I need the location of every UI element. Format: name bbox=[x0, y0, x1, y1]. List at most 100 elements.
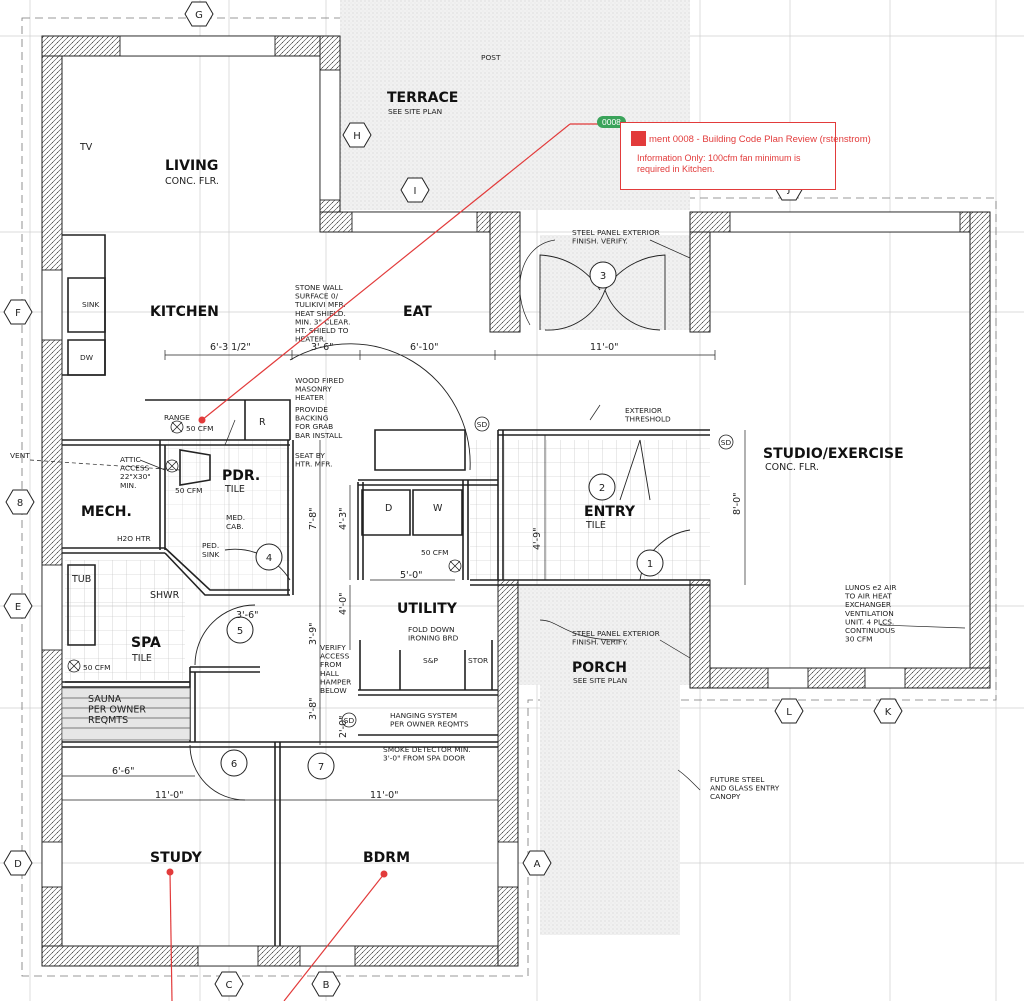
grid-label-d: D bbox=[14, 859, 22, 870]
exhaust-fans bbox=[67, 420, 462, 673]
note-line: 30 CFM bbox=[845, 635, 873, 644]
dishwasher-label: DW bbox=[80, 353, 94, 362]
room-label-eat: EAT bbox=[403, 304, 432, 320]
fan-label-utility: 50 CFM bbox=[421, 548, 449, 557]
door-tag-labels: 1 2 3 4 5 6 7 bbox=[231, 271, 653, 773]
dim-4-3: 4'-3" bbox=[338, 508, 349, 531]
shelf-label: S&P bbox=[423, 656, 438, 665]
kitchen-comment-pin[interactable] bbox=[198, 416, 206, 424]
comment-header: ment 0008 - Building Code Plan Review (r… bbox=[631, 131, 871, 146]
windows bbox=[41, 35, 961, 967]
door-tag-3: 3 bbox=[600, 271, 606, 282]
room-label-pdr: PDR. bbox=[222, 468, 260, 484]
dim-11-0: 11'-0" bbox=[590, 342, 619, 353]
note-line: CANOPY bbox=[710, 792, 741, 801]
note-line: TO AIR HEAT bbox=[844, 592, 892, 601]
smoke-detector-label: SD bbox=[344, 716, 355, 725]
room-label-mech: MECH. bbox=[81, 504, 132, 520]
comment-tag[interactable]: 0008 bbox=[597, 116, 626, 128]
range-label: RANGE bbox=[164, 413, 190, 422]
note-line: 22"X30" bbox=[120, 472, 151, 481]
grid-label-k: K bbox=[885, 707, 892, 718]
study-comment-pin[interactable] bbox=[166, 868, 174, 876]
room-label-study: STUDY bbox=[150, 850, 203, 866]
dim-4-0: 4'-0" bbox=[338, 593, 349, 616]
note-line: ACCESS bbox=[120, 464, 150, 473]
note-line: AND GLASS ENTRY bbox=[710, 784, 780, 793]
smoke-detector-label: SD bbox=[477, 420, 488, 429]
note-line: FINISH. VERIFY. bbox=[572, 638, 628, 647]
water-heater-label: H2O HTR bbox=[117, 534, 151, 543]
note-line: HEAT SHIELD. bbox=[295, 309, 346, 318]
door-tag-1: 1 bbox=[647, 559, 653, 570]
note-line: PROVIDE bbox=[295, 405, 328, 414]
note-line: HALL bbox=[320, 669, 340, 678]
room-label-studio: STUDIO/EXERCISE bbox=[763, 446, 904, 462]
room-label-bdrm: BDRM bbox=[363, 850, 410, 866]
note-line: MASONRY bbox=[295, 385, 332, 394]
fan-label-pdr: 50 CFM bbox=[175, 486, 203, 495]
note-line: HT. SHIELD TO bbox=[295, 326, 349, 335]
sink-label: SINK bbox=[82, 300, 99, 309]
door-tag-4: 4 bbox=[266, 553, 272, 564]
ped-sink-label-2: SINK bbox=[202, 550, 219, 559]
note-line: FROM bbox=[320, 660, 342, 669]
dim-8-0: 8'-0" bbox=[732, 493, 743, 516]
med-cab-label-2: CAB. bbox=[226, 522, 244, 531]
porch-subtitle: SEE SITE PLAN bbox=[573, 676, 627, 685]
grid-bubble-labels: G H I F E D C B A L K J 8 bbox=[14, 10, 892, 991]
leader-lines bbox=[29, 239, 966, 791]
grid-label-8: 8 bbox=[17, 498, 23, 509]
note-line: PER OWNER bbox=[88, 705, 146, 716]
ped-sink-label: PED. bbox=[202, 541, 219, 550]
room-labels: TERRACE SEE SITE PLAN LIVING CONC. FLR. … bbox=[71, 90, 904, 866]
note-line: EXCHANGER bbox=[845, 600, 891, 609]
dim-4-9: 4'-9" bbox=[532, 528, 543, 551]
grid-label-f: F bbox=[15, 308, 21, 319]
review-comment-callout[interactable]: ment 0008 - Building Code Plan Review (r… bbox=[620, 122, 871, 190]
bdrm-comment-pin[interactable] bbox=[380, 870, 388, 878]
paving bbox=[340, 0, 693, 935]
markup-pins bbox=[166, 416, 388, 878]
room-label-entry: ENTRY bbox=[584, 504, 636, 520]
fan-label-spa: 50 CFM bbox=[83, 663, 111, 672]
note-line: HANGING SYSTEM bbox=[390, 711, 457, 720]
note-line: SAUNA bbox=[88, 694, 122, 705]
washer-label: W bbox=[433, 503, 443, 514]
fan-label-kitchen: 50 CFM bbox=[186, 424, 214, 433]
dim-5-0: 5'-0" bbox=[400, 570, 423, 581]
note-line: SEAT BY bbox=[295, 451, 325, 460]
fixture-labels: TV SINK DW RANGE R D W H2O HTR PED. SINK… bbox=[10, 53, 501, 672]
note-line: CONTINUOUS bbox=[845, 626, 895, 635]
entry-subtitle: TILE bbox=[585, 520, 606, 531]
note-line: MIN. bbox=[120, 481, 136, 490]
note-line: HEATER. bbox=[295, 335, 326, 344]
grid-label-a: A bbox=[534, 859, 541, 870]
room-label-terrace: TERRACE bbox=[387, 90, 458, 106]
note-line: STONE WALL bbox=[295, 283, 344, 292]
note-smoke: SMOKE DETECTOR MIN.3'-0" FROM SPA DOOR bbox=[383, 745, 471, 763]
spa-subtitle: TILE bbox=[131, 653, 152, 664]
grid-label-l: L bbox=[786, 707, 792, 718]
dim-3-9: 3'-9" bbox=[308, 623, 319, 646]
note-line: EXTERIOR bbox=[625, 406, 662, 415]
post-label: POST bbox=[481, 53, 501, 62]
note-line: PER OWNER REQMTS bbox=[390, 720, 469, 729]
note-line: HAMPER bbox=[320, 677, 351, 686]
note-line: WOOD FIRED bbox=[295, 376, 344, 385]
door-tag-7: 7 bbox=[318, 762, 324, 773]
dimension-labels: 6'-3 1/2" 3'-6" 6'-10" 11'-0" 5'-0" 3'-6… bbox=[112, 342, 743, 801]
sauna-bench bbox=[61, 687, 191, 741]
door-tag-6: 6 bbox=[231, 759, 237, 770]
note-line: VERIFY bbox=[320, 643, 346, 652]
